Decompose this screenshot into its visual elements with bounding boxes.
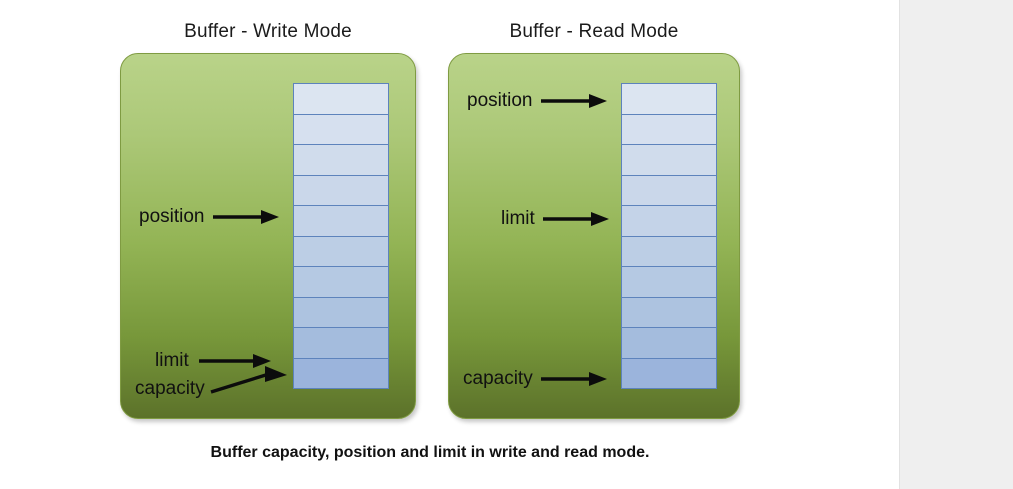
annotation-label: limit <box>155 350 189 371</box>
buffer-panel-write-mode: position limit capacity <box>120 53 416 419</box>
buffer-cell <box>293 327 389 358</box>
buffer-cell <box>621 174 717 205</box>
annotation-position-write-mode: position <box>139 204 281 230</box>
figure-caption: Buffer capacity, position and limit in w… <box>210 444 650 461</box>
buffer-cell <box>293 296 389 327</box>
arrow-angled-up-right-icon <box>210 366 287 394</box>
annotation-position-read-mode: position <box>467 88 609 114</box>
buffer-cell <box>293 266 389 297</box>
buffer-panel-read-mode: position limit capacity <box>448 53 740 419</box>
buffer-cell <box>293 174 389 205</box>
annotation-capacity-write-mode: capacity <box>135 366 291 402</box>
buffer-cell <box>293 357 389 389</box>
buffer-cell-column-write-mode <box>293 83 389 389</box>
buffer-cell <box>293 83 389 114</box>
right-gutter <box>899 0 1013 489</box>
buffer-cell <box>621 113 717 144</box>
buffer-cell <box>621 144 717 175</box>
arrow-right-icon <box>542 212 609 226</box>
buffer-cell <box>621 266 717 297</box>
annotation-limit-read-mode: limit <box>501 206 611 232</box>
buffer-cell <box>293 235 389 266</box>
buffer-cell <box>621 83 717 114</box>
buffer-cell <box>621 296 717 327</box>
annotation-label: position <box>139 206 205 227</box>
panel-title-read-mode: Buffer - Read Mode <box>509 21 679 42</box>
buffer-cell <box>621 327 717 358</box>
buffer-cell <box>621 235 717 266</box>
annotation-label: capacity <box>463 368 533 389</box>
annotation-label: limit <box>501 208 535 229</box>
panel-title-write-mode: Buffer - Write Mode <box>184 21 352 42</box>
annotation-label: position <box>467 90 533 111</box>
buffer-cell <box>621 205 717 236</box>
annotation-capacity-read-mode: capacity <box>463 366 609 392</box>
buffer-diagram: Buffer - Write Mode position <box>120 21 740 461</box>
annotation-label: capacity <box>135 378 205 399</box>
arrow-right-icon <box>212 210 279 224</box>
annotation-limit-write-mode: limit <box>155 348 273 374</box>
arrow-right-icon <box>540 372 607 386</box>
buffer-cell <box>293 144 389 175</box>
buffer-cell <box>293 113 389 144</box>
arrow-right-icon <box>198 354 271 368</box>
buffer-cell <box>621 357 717 389</box>
arrow-right-icon <box>540 94 607 108</box>
buffer-cell <box>293 205 389 236</box>
buffer-cell-column-read-mode <box>621 83 717 389</box>
